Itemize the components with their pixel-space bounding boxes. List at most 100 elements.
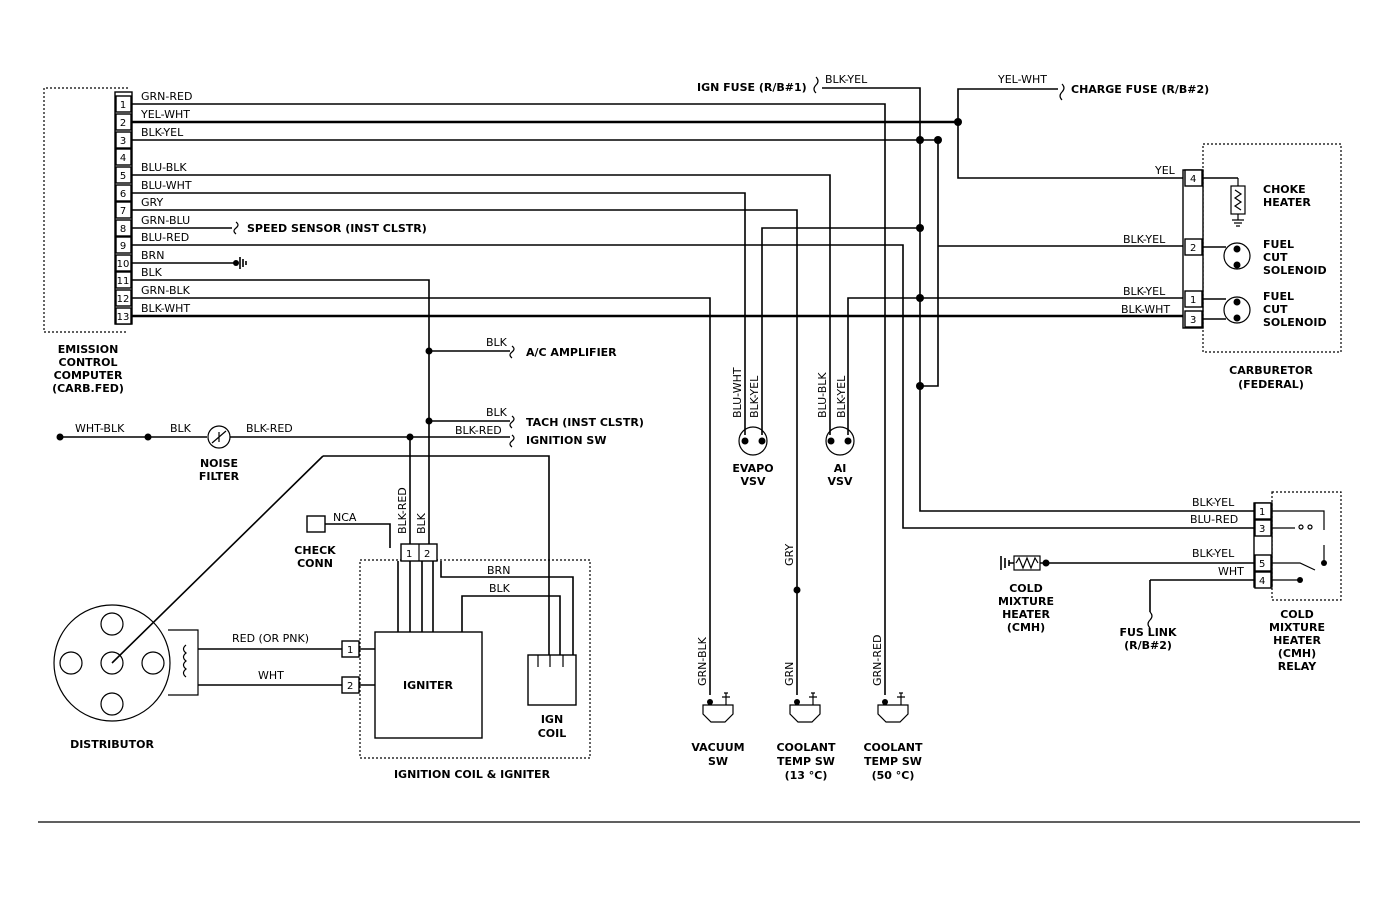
noise-wire-mid: BLK [170,422,192,435]
ecu-pin-box [115,236,132,254]
ecu-wire-label: BLU-BLK [141,161,187,174]
noise-wire-right: BLK-RED [246,422,293,435]
ecu-pin-number: 5 [120,171,126,182]
ignition-coil-igniter-label: IGNITION COIL & IGNITER [394,768,551,781]
noise-wire-left: WHT-BLK [75,422,125,435]
check-conn-label-2: CONN [297,557,333,570]
cmh-heater-icon [1013,555,1041,571]
vacuum-wire: GRN-BLK [696,636,709,686]
ecu-wire-label: BLK-WHT [141,302,190,315]
ecu-wire-label: BLK-YEL [141,126,184,139]
distributor: RED (OR PNK) WHT DISTRIBUTOR [53,455,342,751]
noise-filter-line: WHT-BLK BLK BLK-RED NOISE FILTER [56,422,510,548]
ecu-pin-number: 9 [120,241,126,252]
carb-wire-yel: YEL [1154,164,1176,177]
ecu-pin-box [115,131,132,149]
ground-icon [233,257,247,269]
ai-label-1: AI [834,462,847,475]
charge-fuse-wire: YEL-WHT [997,73,1047,86]
noise-filter-label-2: FILTER [199,470,240,483]
bus-connections [761,118,1254,612]
igniter-vwire-2: BLK [415,512,428,534]
relay-label-4: (CMH) [1278,647,1316,660]
tach-wire: BLK [486,406,508,419]
relay-label-2: MIXTURE [1269,621,1325,634]
ecu-pin-number: 7 [120,206,126,217]
ai-vsv: BLU-BLK BLK-YEL AI VSV [816,372,855,488]
ecu-pin-number: 13 [117,312,130,323]
coolant13-switch-icon [789,704,821,723]
branch-outputs: BLK A/C AMPLIFIER BLK TACH (INST CLSTR) … [425,336,644,448]
ac-amp-wire: BLK [486,336,508,349]
ecu-pin-box [115,254,132,272]
igniter-conn-pin-1: 1 [406,549,412,560]
ecu-pin-box [115,113,132,131]
evapo-wire-1: BLU-WHT [731,367,744,418]
distributor-cap-icon [53,604,171,722]
evapo-label-1: EVAPO [732,462,773,475]
ecu-wires [132,103,1254,695]
relay-pin-4: 4 [1259,576,1265,587]
ecu-title-4: (CARB.FED) [52,382,124,395]
coolant13-label-2: TEMP SW [777,755,835,768]
relay-wire-1: BLK-YEL [1192,496,1235,509]
ecu-pin-box [115,307,132,325]
ignition-coil-igniter: 1 2 BLK-RED BLK IGNITER BRN BLK IGN COIL… [323,455,591,781]
ecu-pin-number: 12 [117,294,130,305]
ecu-pin-number: 6 [120,189,126,200]
relay-pin-3: 3 [1259,524,1265,535]
ecu-wire-label: BLK [141,266,163,279]
fcs1-label-2: CUT [1263,251,1288,264]
ecu-pin-number: 1 [120,100,126,111]
ai-wire-2: BLK-YEL [835,375,848,418]
carb-label-2: (FEDERAL) [1238,378,1304,391]
ecu-pin-number: 11 [117,276,130,287]
noise-filter-label-1: NOISE [200,457,238,470]
fus-link-label-2: (R/B#2) [1124,639,1172,652]
relay-switch-icon [1272,545,1325,581]
evapo-vsv-icon [738,426,768,456]
coolant50-label-3: (50 °C) [872,769,915,782]
relay-label-1: COLD [1280,608,1314,621]
carb-pin-1: 1 [1190,295,1196,306]
relay-wire-5: BLK-YEL [1192,547,1235,560]
ecu-pin-box [115,184,132,202]
ecu-pin-box [115,289,132,307]
fcs1-label-3: SOLENOID [1263,264,1327,277]
coolant13-wire-upper: GRY [783,544,796,566]
ecu-wire-labels: GRN-REDYEL-WHTBLK-YELBLU-BLKBLU-WHTGRYGR… [140,90,192,315]
relay-wire-4: WHT [1218,565,1244,578]
cmh-relay: 1 3 5 4 BLK-YEL BLU-RED BLK-YEL WHT COLD… [1190,491,1342,673]
carb-wire-2: BLK-YEL [1123,233,1166,246]
ecu-pin-box [115,148,132,166]
cold-mixture-heater: COLD MIXTURE HEATER (CMH) [998,555,1054,634]
ecu-wire-label: GRY [141,196,163,209]
igniter-blk-wire: BLK [489,582,511,595]
choke-label-2: HEATER [1263,196,1311,209]
cmh-label-2: MIXTURE [998,595,1054,608]
ecu-pin-box [115,219,132,237]
ai-wire-1: BLU-BLK [816,372,829,418]
vacuum-switch: GRN-BLK VACUUM SW [691,636,744,768]
evapo-vsv: BLU-WHT BLK-YEL EVAPO VSV [731,367,774,488]
ecu-pin-number: 10 [117,259,130,270]
coolant-temp-switch-50: GRN-RED COOLANT TEMP SW (50 °C) [863,635,923,782]
ign-fuse-wire: BLK-YEL [825,73,868,86]
ign-coil-label-2: COIL [538,727,567,740]
igniter-conn-pin-2: 2 [424,549,430,560]
relay-pin-5: 5 [1259,559,1265,570]
ecu-wire-label: GRN-RED [141,90,192,103]
fcs1-label-1: FUEL [1263,238,1294,251]
fuel-cut-solenoid-1-icon [1223,242,1251,270]
fcs2-label-2: CUT [1263,303,1288,316]
charge-fuse-label: CHARGE FUSE (R/B#2) [1071,83,1209,96]
speed-sensor-label: SPEED SENSOR (INST CLSTR) [247,222,427,235]
ecu-wire-label: GRN-BLK [141,284,191,297]
ai-label-2: VSV [828,475,853,488]
tach-label: TACH (INST CLSTR) [526,416,644,429]
vacuum-label-2: SW [708,755,728,768]
dist-wire-1: RED (OR PNK) [232,632,309,645]
relay-pin-1: 1 [1259,507,1265,518]
ecu-pin-box [115,95,132,113]
